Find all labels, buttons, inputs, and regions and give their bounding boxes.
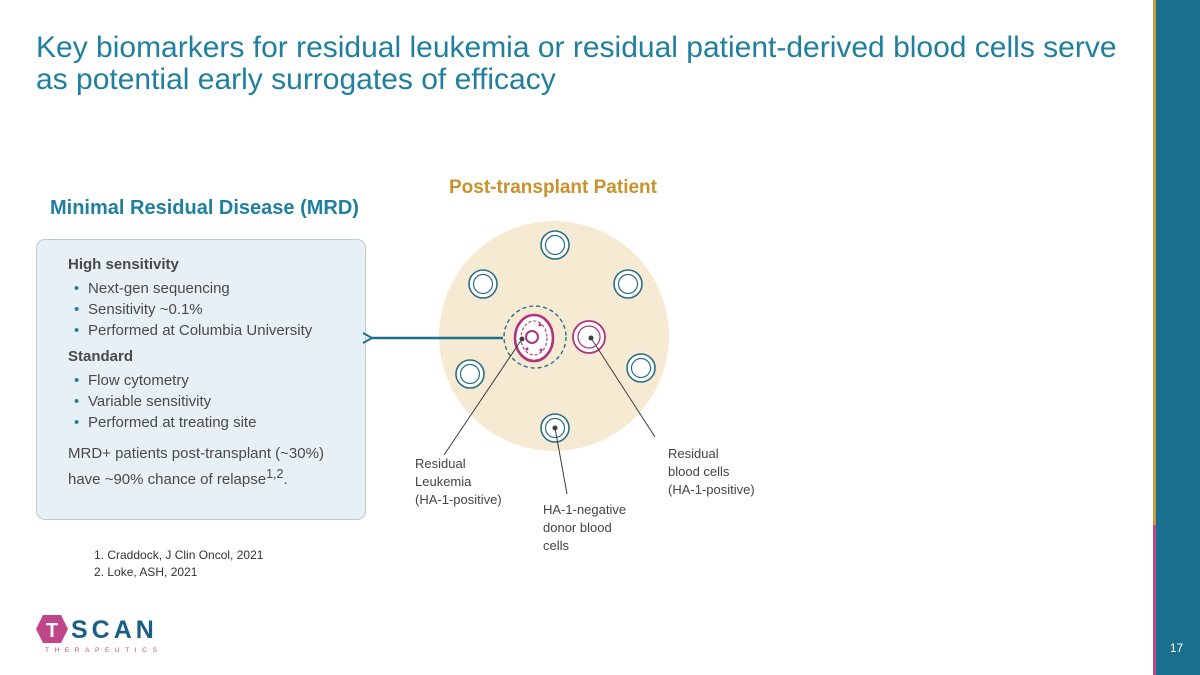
label-leukemia-line-1: Residual xyxy=(415,456,466,471)
references: 1. Craddock, J Clin Oncol, 2021 2. Loke,… xyxy=(94,547,263,581)
leader-dot xyxy=(519,336,525,342)
right-brand-bar xyxy=(1153,0,1200,675)
leader-line-leukemia xyxy=(443,338,523,456)
list-item: Next-gen sequencing xyxy=(68,278,355,299)
logo-letter: T xyxy=(46,620,58,642)
leukemia-highlight-ring xyxy=(503,305,567,369)
donor-cell xyxy=(455,359,485,389)
logo-hexagon-icon xyxy=(36,615,68,643)
page-number: 17 xyxy=(1169,641,1184,655)
diagram-title: Post-transplant Patient xyxy=(449,177,658,198)
slide-title: Key biomarkers for residual leukemia or … xyxy=(36,31,1117,96)
list-item: Variable sensitivity xyxy=(68,391,355,412)
label-donor-line-1: HA-1-negative xyxy=(543,502,626,517)
donor-cell xyxy=(626,353,656,383)
donor-cell xyxy=(540,230,570,260)
mrd-box: High sensitivity Next-gen sequencing Sen… xyxy=(36,239,366,520)
leukemia-cell xyxy=(503,305,567,369)
logo-subtitle: THERAPEUTICS xyxy=(45,647,162,654)
label-residual-blood-line-3: (HA-1-positive) xyxy=(668,482,755,497)
high-sensitivity-heading: High sensitivity xyxy=(68,256,179,273)
mrd-heading: Minimal Residual Disease (MRD) xyxy=(50,197,359,219)
leader-line-residual-blood xyxy=(590,337,656,438)
mrd-summary: MRD+ patients post-transplant (~30%) hav… xyxy=(68,443,355,490)
label-residual-blood-line-2: blood cells xyxy=(668,464,730,479)
label-donor-line-3: cells xyxy=(543,538,570,553)
leader-line-donor xyxy=(554,427,568,495)
reference-2: 2. Loke, ASH, 2021 xyxy=(94,565,198,579)
donor-cell xyxy=(613,269,643,299)
leader-dot xyxy=(552,425,558,431)
label-leukemia-line-3: (HA-1-positive) xyxy=(415,492,502,507)
list-item: Sensitivity ~0.1% xyxy=(68,299,355,320)
list-item: Performed at treating site xyxy=(68,412,355,433)
mrd-summary-text: MRD+ patients post-transplant (~30%) hav… xyxy=(68,445,324,488)
donor-cell xyxy=(468,269,498,299)
logo-text: SCAN xyxy=(71,616,158,644)
reference-1: 1. Craddock, J Clin Oncol, 2021 xyxy=(94,548,264,562)
label-residual-blood-line-1: Residual xyxy=(668,446,719,461)
patient-diagram: Post-transplant Patient xyxy=(0,177,755,553)
tscan-logo: T SCAN THERAPEUTICS xyxy=(36,615,162,654)
list-item: Flow cytometry xyxy=(68,370,355,391)
mrd-summary-citation: 1,2 xyxy=(266,467,284,481)
list-item: Performed at Columbia University xyxy=(68,320,355,341)
leader-dot xyxy=(588,335,594,341)
label-leukemia-line-2: Leukemia xyxy=(415,474,472,489)
label-donor-line-2: donor blood xyxy=(543,520,612,535)
mrd-summary-end: . xyxy=(283,471,288,488)
high-sensitivity-list: Next-gen sequencing Sensitivity ~0.1% Pe… xyxy=(68,278,355,341)
standard-list: Flow cytometry Variable sensitivity Perf… xyxy=(68,370,355,433)
standard-heading: Standard xyxy=(68,348,134,365)
right-bar-accent xyxy=(1153,525,1156,675)
